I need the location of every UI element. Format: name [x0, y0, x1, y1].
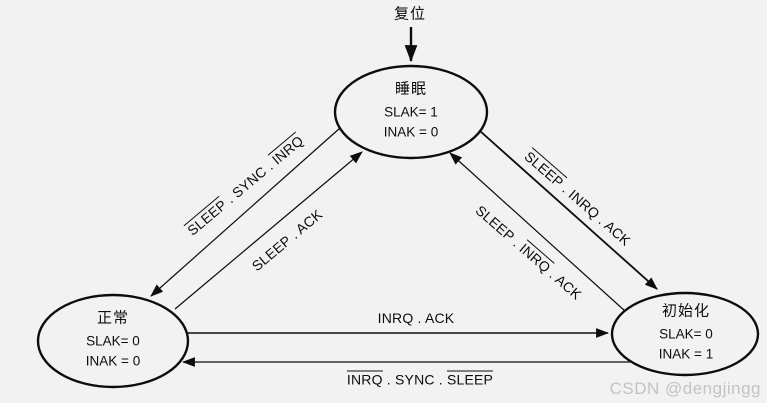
watermark: CSDN @dengjingg	[609, 379, 761, 398]
transition-label-segment: . SYNC .	[382, 371, 447, 388]
state-ellipse-normal	[36, 293, 190, 389]
transition-label-normal-to-init: INRQ . ACK	[378, 310, 455, 326]
arrow-init-to-sleep	[449, 152, 626, 312]
reset-label: 复位	[393, 5, 427, 23]
transition-label-segment: INRQ	[346, 370, 383, 388]
state-normal-inak: INAK = 0	[85, 353, 141, 369]
arrow-sleep-to-init	[479, 130, 658, 290]
transition-label-segment: INRQ . ACK	[377, 310, 455, 326]
state-normal-slak: SLAK= 0	[86, 333, 140, 349]
state-sleep-name: 睡眠	[394, 80, 427, 98]
state-ellipse-sleep	[333, 64, 489, 160]
state-init-inak: INAK = 1	[658, 346, 714, 362]
transition-label-segment: SLEEP	[446, 370, 494, 388]
state-init: 初始化 SLAK= 0 INAK = 1	[659, 304, 713, 365]
transition-label-init-to-normal: INRQ . SYNC . SLEEP	[346, 370, 494, 388]
state-sleep-inak: INAK = 0	[383, 124, 439, 140]
arrow-normal-to-sleep	[174, 151, 363, 310]
state-init-name: 初始化	[661, 302, 710, 320]
arrow-sleep-to-normal	[150, 127, 341, 297]
state-ellipse-init	[610, 291, 760, 377]
state-normal: 正常 SLAK= 0 INAK = 0	[86, 311, 140, 372]
state-sleep-slak: SLAK= 1	[384, 104, 438, 120]
state-init-slak: SLAK= 0	[659, 326, 713, 342]
state-sleep: 睡眠 SLAK= 1 INAK = 0	[384, 82, 438, 143]
state-normal-name: 正常	[96, 309, 129, 327]
